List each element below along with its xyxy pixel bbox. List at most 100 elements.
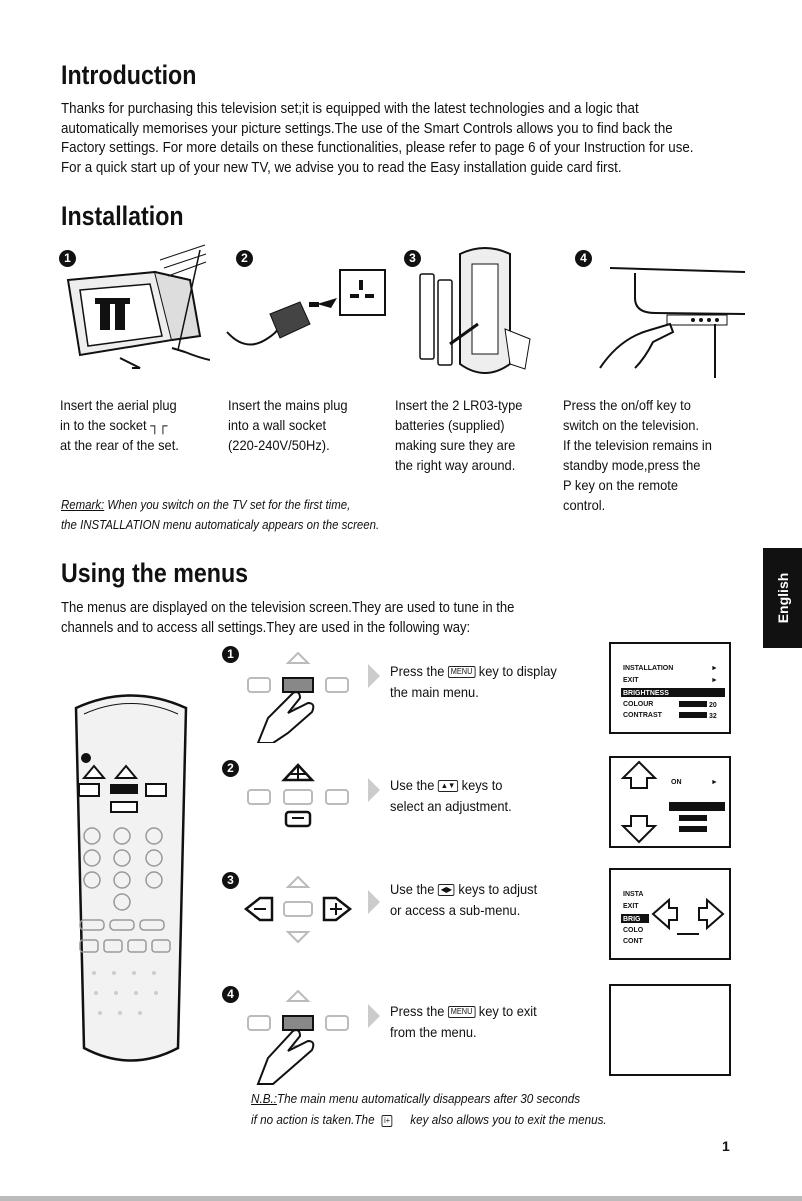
intro-line: Factory settings. For more details on th… — [61, 140, 694, 156]
menu-item-text: BRIGHTNESS — [623, 690, 669, 697]
step-badge: 3 — [404, 250, 421, 267]
menu-item-text: CONT — [623, 938, 644, 945]
menu-item-text: CONTRAST — [623, 712, 663, 719]
language-label: English — [774, 572, 791, 624]
caption-line: Insert the mains plug — [228, 397, 348, 413]
caption-line: (220-240V/50Hz). — [228, 437, 330, 453]
step-badge: 1 — [59, 250, 76, 267]
instruction-line: select an adjustment. — [390, 798, 512, 814]
menu-item-text: BRIG — [623, 916, 641, 923]
keypad-updown-illustration — [247, 763, 349, 828]
caption-line: P key on the remote — [563, 477, 679, 493]
step-badge: 4 — [575, 250, 592, 267]
page-number: 1 — [722, 1138, 730, 1154]
svg-text:►: ► — [711, 779, 718, 786]
note-text: The main menu automatically disappears a… — [277, 1091, 581, 1106]
menu-item-text: COLO — [623, 927, 644, 934]
keypad-exit-illustration — [247, 989, 349, 1085]
menu-item-text: COLOUR — [623, 701, 653, 708]
menus-intro-text: The menus are displayed on the televisio… — [61, 598, 514, 638]
intro-line: For a quick start up of your new TV, we … — [61, 159, 622, 176]
remark-text: When you switch on the TV set for the fi… — [104, 497, 351, 512]
instruction-line: the main menu. — [390, 684, 479, 700]
menu-step-2-text: Use the ▲▼ keys to select an adjustment. — [390, 775, 512, 817]
note-text: key also allows you to exit the menus. — [407, 1112, 607, 1127]
caption-line: Insert the 2 LR03-type — [395, 397, 523, 413]
tv-screen-blank — [609, 984, 731, 1076]
updown-keys-icon: ▲▼ — [437, 780, 459, 793]
instruction-line: or access a sub-menu. — [390, 902, 521, 918]
caption-line: If the television remains in — [563, 437, 712, 453]
install-caption-4: Press the on/off key to switch on the te… — [563, 395, 712, 515]
caption-line: control. — [563, 497, 606, 513]
svg-text:32: 32 — [709, 713, 717, 720]
menus-intro-line: The menus are displayed on the televisio… — [61, 600, 515, 616]
menu-item-text: ON — [671, 779, 682, 786]
step-badge: 2 — [222, 760, 239, 777]
menu-step-3-text: Use the ◀▶ keys to adjust or access a su… — [390, 879, 537, 921]
menus-note: N.B.:The main menu automatically disappe… — [251, 1088, 607, 1130]
instruction-line: from the menu. — [390, 1024, 477, 1040]
caption-line: making sure they are — [395, 437, 516, 453]
caption-line: batteries (supplied) — [395, 417, 505, 433]
remark-text: the INSTALLATION menu automaticaly appea… — [61, 517, 380, 532]
leftright-keys-icon: ◀▶ — [437, 884, 455, 897]
install-caption-3: Insert the 2 LR03-type batteries (suppli… — [395, 395, 522, 475]
keypad-leftright-illustration — [243, 875, 353, 944]
caption-line: standby mode,press the — [563, 457, 701, 473]
pointer-arrow — [368, 890, 380, 914]
install-caption-1: Insert the aerial plug in to the socket … — [60, 395, 179, 455]
caption-line: switch on the television. — [563, 417, 700, 433]
menu-item-text: EXIT — [623, 677, 639, 684]
install-caption-2: Insert the mains plug into a wall socket… — [228, 395, 348, 455]
note-label: N.B.: — [251, 1091, 278, 1106]
pointer-arrow — [368, 664, 380, 688]
svg-text:►: ► — [711, 665, 718, 672]
adjust-screen-image: INSTA EXIT BRIG COLO CONT — [621, 891, 725, 945]
tv-screen-select: ON ► — [609, 756, 731, 848]
caption-line: into a wall socket — [228, 417, 327, 433]
aerial-socket-icon: ┐┌ — [150, 417, 167, 433]
step-badge: 2 — [236, 250, 253, 267]
note-text: if no action is taken.The — [251, 1112, 378, 1127]
mains-plug-illustration — [226, 269, 386, 346]
introduction-text: Thanks for purchasing this television se… — [61, 100, 696, 178]
caption-line: Press the on/off key to — [563, 397, 691, 413]
menus-intro-line: channels and to access all settings.They… — [61, 620, 471, 636]
installation-title: Installation — [61, 201, 184, 231]
step-badge: 4 — [222, 986, 239, 1003]
language-tab: English — [763, 548, 802, 648]
info-key-icon: i+ — [381, 1114, 393, 1127]
caption-line: in to the socket ┐┌ — [60, 417, 168, 433]
introduction-title: Introduction — [61, 60, 197, 90]
svg-text:►: ► — [711, 677, 718, 684]
menu-key-icon: MENU — [447, 666, 476, 679]
menu-key-icon: MENU — [447, 1006, 476, 1019]
menu-step-1-text: Press the MENU key to display the main m… — [390, 661, 557, 703]
installation-remark: Remark: When you switch on the TV set fo… — [61, 495, 379, 535]
pointer-arrow — [368, 778, 380, 802]
menu-item-text: INSTA — [623, 891, 643, 898]
menu-item-text: EXIT — [623, 903, 639, 910]
keypad-menu-illustration — [247, 651, 349, 743]
menu-item-text: INSTALLATION — [623, 665, 673, 672]
tv-aerial-illustration — [66, 244, 210, 369]
power-key-illustration — [599, 267, 745, 378]
caption-line: at the rear of the set. — [60, 437, 179, 453]
footer-rule — [0, 1196, 802, 1201]
pointer-arrow — [368, 1004, 380, 1028]
step-badge: 1 — [222, 646, 239, 663]
intro-line: Thanks for purchasing this television se… — [61, 101, 639, 117]
tv-screen-adjust: INSTA EXIT BRIG COLO CONT — [609, 868, 731, 960]
intro-line: automatically memorises your picture set… — [61, 120, 673, 137]
svg-text:20: 20 — [709, 702, 717, 709]
menus-title: Using the menus — [61, 558, 249, 588]
batteries-illustration — [419, 247, 531, 374]
step-badge: 3 — [222, 872, 239, 889]
remote-control-illustration — [74, 694, 188, 1062]
caption-line: the right way around. — [395, 457, 516, 473]
menu-step-4-text: Press the MENU key to exit from the menu… — [390, 1001, 537, 1043]
remark-label: Remark: — [61, 497, 105, 512]
